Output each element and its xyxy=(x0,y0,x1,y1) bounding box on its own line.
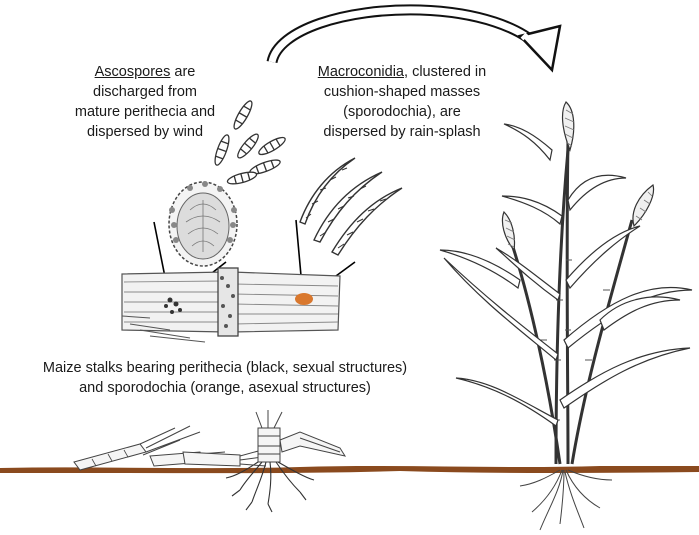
ascospores-caption-line1-rest: are xyxy=(170,64,195,80)
ascospores-caption-line4: dispersed by wind xyxy=(30,122,260,142)
macroconidia-caption-line1-rest: , clustered in xyxy=(404,64,486,80)
macroconidia-caption-line2: cushion-shaped masses xyxy=(286,82,518,102)
macroconidia-caption-line3: (sporodochia), are xyxy=(286,102,518,122)
macroconidia-term: Macroconidia xyxy=(318,64,404,80)
stalk-section xyxy=(122,268,340,342)
residue-stalks xyxy=(74,410,345,512)
ascospores-caption-line2: discharged from xyxy=(30,82,260,102)
maize-stalks-caption: Maize stalks bearing perithecia (black, … xyxy=(10,358,440,398)
macroconidia-caption: Macroconidia, clustered in cushion-shape… xyxy=(286,62,518,142)
macroconidia-caption-line4: dispersed by rain-splash xyxy=(286,122,518,142)
ascospores-caption: Ascospores are discharged from mature pe… xyxy=(30,62,260,142)
wheat-plant xyxy=(440,102,692,530)
ascospores-caption-line1: Ascospores are xyxy=(30,62,260,82)
dispersal-arrow xyxy=(272,10,560,70)
ascospores-caption-line3: mature perithecia and xyxy=(30,102,260,122)
macroconidia-caption-line1: Macroconidia, clustered in xyxy=(286,62,518,82)
perithecium xyxy=(169,181,237,266)
sporodochium-spot xyxy=(295,293,313,305)
maize-caption-line2: and sporodochia (orange, asexual structu… xyxy=(10,378,440,398)
maize-caption-line1: Maize stalks bearing perithecia (black, … xyxy=(10,358,440,378)
soil-line xyxy=(0,466,699,473)
ascospores-term: Ascospores xyxy=(95,64,171,80)
macroconidia xyxy=(300,158,402,255)
